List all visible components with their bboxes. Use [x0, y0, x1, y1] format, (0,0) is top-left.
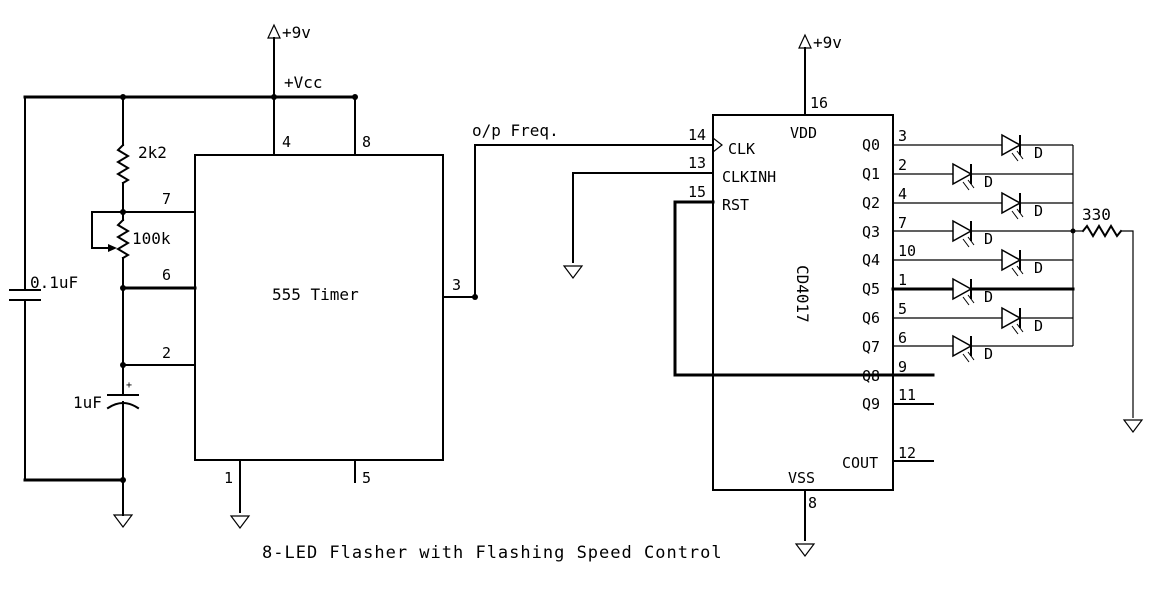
led-q5 — [952, 277, 975, 306]
diode-label: D — [984, 288, 993, 306]
vcc-label: +Vcc — [284, 73, 323, 92]
output-frequency-label: o/p Freq. — [472, 121, 559, 140]
diode-label: D — [1034, 144, 1043, 162]
capacitor-polarity: + — [126, 380, 132, 391]
resistor-2k2-label: 2k2 — [138, 143, 167, 162]
timer-555-label: 555 Timer — [272, 285, 359, 304]
counter-pin-16: 16 — [810, 94, 828, 112]
supply-label-right: +9v — [813, 33, 842, 52]
timer-pin-4: 4 — [282, 133, 291, 151]
counter-output-pin: 4 — [898, 185, 907, 203]
counter-output-pin: 2 — [898, 156, 907, 174]
counter-output-pin: 3 — [898, 127, 907, 145]
timer-pin-2: 2 — [162, 344, 171, 362]
counter-output-pin: 6 — [898, 329, 907, 347]
counter-pin-14: 14 — [688, 126, 706, 144]
counter-output-pin: 1 — [898, 271, 907, 289]
potentiometer-100k — [116, 218, 130, 260]
counter-output-pin: 9 — [898, 358, 907, 376]
diode-label: D — [1034, 202, 1043, 220]
supply-arrow-left — [267, 23, 281, 98]
potentiometer-100k-label: 100k — [132, 229, 171, 248]
counter-output-label: Q5 — [862, 280, 880, 298]
led-q7 — [952, 334, 975, 363]
led-q4 — [1001, 248, 1024, 277]
timer-pin-7: 7 — [162, 190, 171, 208]
counter-vdd-label: VDD — [790, 124, 817, 142]
counter-output-label: COUT — [842, 454, 878, 472]
counter-pin-15: 15 — [688, 183, 706, 201]
diode-label: D — [1034, 259, 1043, 277]
timer-pin-6: 6 — [162, 266, 171, 284]
diode-label: D — [1034, 317, 1043, 335]
timer-pin-3: 3 — [452, 276, 461, 294]
counter-output-label: Q3 — [862, 223, 880, 241]
ground-symbol — [112, 514, 134, 528]
counter-4017-label: CD4017 — [793, 265, 812, 323]
counter-clkinh-label: CLKINH — [722, 168, 776, 186]
capacitor-1uf-label: 1uF — [73, 393, 102, 412]
counter-output-label: Q7 — [862, 338, 880, 356]
timer-555-chip — [194, 154, 444, 461]
counter-output-label: Q2 — [862, 194, 880, 212]
counter-output-label: Q9 — [862, 395, 880, 413]
diode-label: D — [984, 230, 993, 248]
counter-output-label: Q6 — [862, 309, 880, 327]
timer-pin-8: 8 — [362, 133, 371, 151]
resistor-330-label: 330 — [1082, 205, 1111, 224]
counter-output-label: Q4 — [862, 251, 880, 269]
counter-output-pin: 7 — [898, 214, 907, 232]
supply-arrow-right — [798, 33, 812, 116]
counter-output-label: Q0 — [862, 136, 880, 154]
counter-output-label: Q1 — [862, 165, 880, 183]
capacitor-0-1uf-label: 0.1uF — [30, 273, 78, 292]
timer-pin-5: 5 — [362, 469, 371, 487]
ground-symbol — [562, 265, 584, 279]
timer-pin-1: 1 — [224, 469, 233, 487]
led-q3 — [952, 219, 975, 248]
ground-symbol — [229, 515, 251, 529]
diode-label: D — [984, 345, 993, 363]
diode-label: D — [984, 173, 993, 191]
counter-output-pin: 5 — [898, 300, 907, 318]
ground-symbol — [794, 543, 816, 557]
led-q6 — [1001, 306, 1024, 335]
led-q2 — [1001, 191, 1024, 220]
supply-label-left: +9v — [282, 23, 311, 42]
counter-rst-label: RST — [722, 196, 749, 214]
led-q1 — [952, 162, 975, 191]
counter-pin-8: 8 — [808, 494, 817, 512]
counter-output-pin: 10 — [898, 242, 916, 260]
resistor-2k2 — [116, 143, 130, 185]
resistor-330 — [1081, 224, 1123, 238]
counter-4017-chip — [712, 114, 894, 491]
counter-pin-13: 13 — [688, 154, 706, 172]
counter-clk-label: CLK — [728, 140, 755, 158]
counter-output-pin: 11 — [898, 386, 916, 404]
ground-symbol — [1122, 419, 1144, 433]
counter-vss-label: VSS — [788, 469, 815, 487]
counter-output-pin: 12 — [898, 444, 916, 462]
led-q0 — [1001, 133, 1024, 162]
diagram-title: 8-LED Flasher with Flashing Speed Contro… — [262, 543, 723, 563]
led-output-wires — [891, 144, 1075, 347]
counter-output-label: Q8 — [862, 367, 880, 385]
